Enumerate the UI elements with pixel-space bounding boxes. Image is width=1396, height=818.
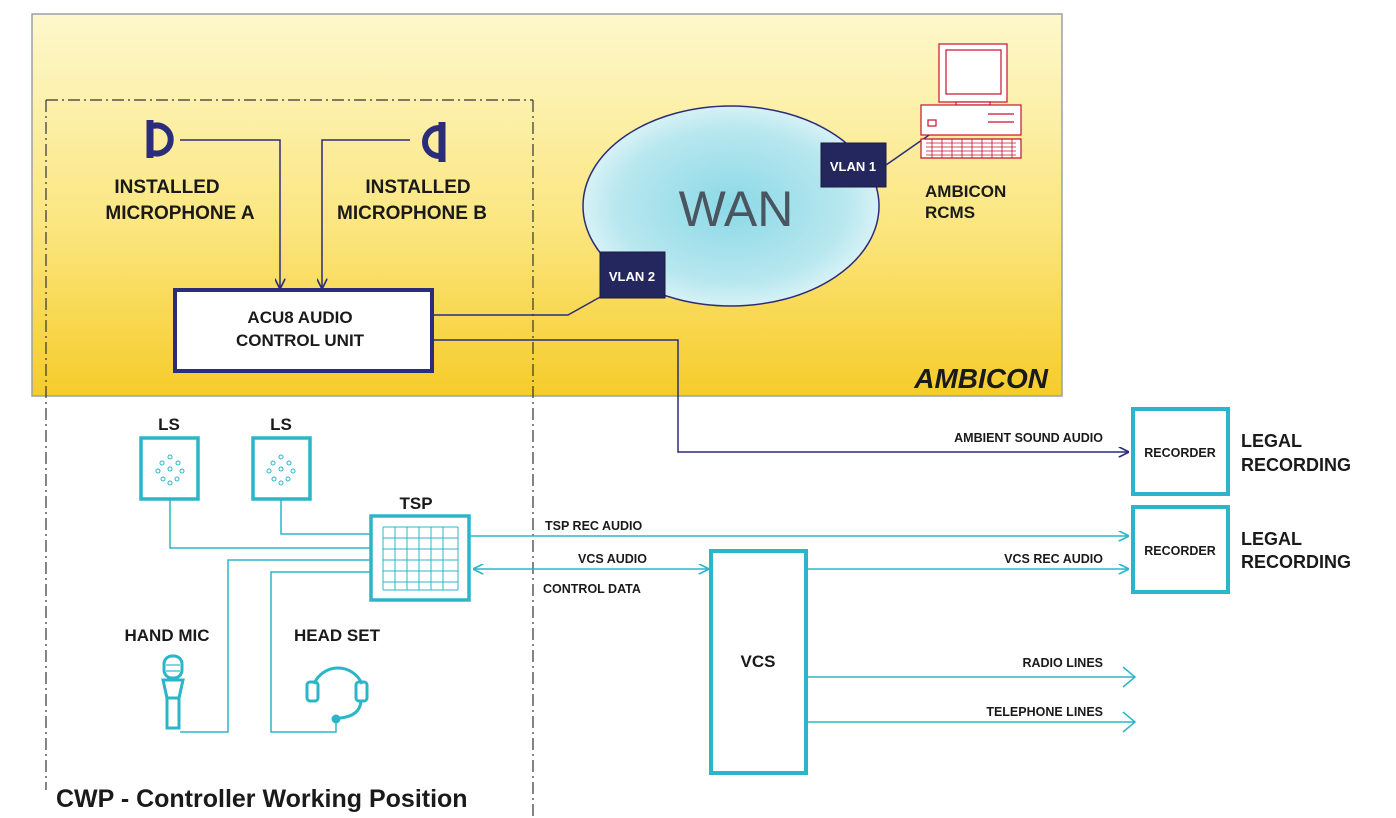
telephone-lines-label: TELEPHONE LINES [986,705,1103,719]
recorder-1-label: RECORDER [1144,446,1216,460]
vlan2-port: VLAN 2 [599,251,666,299]
recorder-1: RECORDER [1131,407,1230,496]
acu8-audio-control-unit: ACU8 AUDIO CONTROL UNIT [173,288,434,373]
hand-mic-label: HAND MIC [125,626,210,645]
telephone-lines-arrow [806,711,1137,733]
loudspeaker-1-icon [139,436,200,501]
recorder-1-title-1: LEGAL [1241,431,1302,451]
microphone-b-icon [422,122,446,162]
cwp-boundary [45,99,534,818]
vcs-audio-label: VCS AUDIO [578,552,647,566]
acu-wan-link [432,295,603,316]
wan-label: WAN [679,181,794,237]
vlan2-label: VLAN 2 [609,269,655,284]
rcms-label-1: AMBICON [925,182,1006,201]
recorder-2-title-2: RECORDING [1241,552,1351,572]
acu-label-2: CONTROL UNIT [236,331,365,350]
tsp-rec-audio-label: TSP REC AUDIO [545,519,643,533]
head-set-label: HEAD SET [294,626,381,645]
acu-label-1: ACU8 AUDIO [247,308,352,327]
tsp-label: TSP [399,494,432,513]
vcs-box: VCS [709,549,808,775]
vcs-rec-audio-label: VCS REC AUDIO [1004,552,1103,566]
vlan1-rcms-link [885,132,933,166]
ambicon-title: AMBICON [913,363,1049,394]
rcms-computer-icon [920,43,1022,159]
microphone-a-icon [146,120,174,158]
radio-lines-label: RADIO LINES [1022,656,1103,670]
cwp-wiring [169,499,371,733]
recorder-2: RECORDER [1131,505,1230,594]
tsp-panel [369,514,471,602]
vlan1-port: VLAN 1 [820,142,887,188]
control-data-label: CONTROL DATA [543,582,641,596]
loudspeaker-2-label: LS [270,415,292,434]
microphone-a-label-1: INSTALLED [114,177,219,198]
cwp-title: CWP - Controller Working Position [56,785,468,813]
recorder-2-label: RECORDER [1144,544,1216,558]
recorder-2-title-1: LEGAL [1241,529,1302,549]
mic-to-acu-links [180,139,410,288]
microphone-b-label-2: MICROPHONE B [337,203,487,224]
loudspeaker-1-label: LS [158,415,180,434]
headset-icon [305,666,369,724]
recorder-1-title-2: RECORDING [1241,455,1351,475]
ambient-sound-link [432,339,1128,452]
vlan1-label: VLAN 1 [830,159,876,174]
radio-lines-arrow [806,666,1137,688]
microphone-b-label-1: INSTALLED [365,177,470,198]
loudspeaker-2-icon [251,436,312,501]
vcs-label: VCS [741,652,776,671]
rcms-label-2: RCMS [925,203,975,222]
microphone-a-label-2: MICROPHONE A [105,203,254,224]
ambient-sound-label: AMBIENT SOUND AUDIO [954,431,1103,445]
hand-mic-icon [161,654,185,730]
